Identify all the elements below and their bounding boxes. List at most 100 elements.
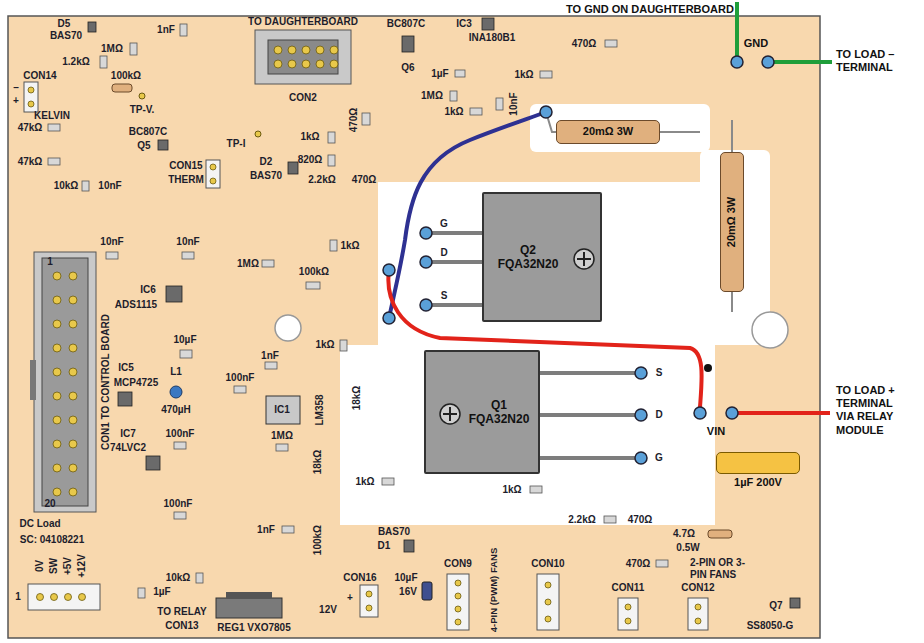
test-point [255,131,261,137]
silkscreen-label: 100kΩ [299,266,329,278]
copper-cutouts [340,104,770,525]
silkscreen-label: 2.2kΩ [568,514,595,526]
silkscreen-label: 100nF [164,498,193,510]
silkscreen-label: 74LVC2 [110,442,146,454]
silkscreen-label: 1kΩ [514,69,533,81]
silkscreen-label: IC5 [118,362,134,374]
silkscreen-label: 20 [44,498,55,510]
silkscreen-label: 100nF [226,372,255,384]
part-value: 20mΩ 3W [583,125,633,138]
pin-header [255,30,351,84]
silkscreen-label: ADS1115 [115,299,157,311]
part-value: 20mΩ 3W [725,197,738,247]
silkscreen-label: – [13,82,19,94]
silkscreen-label: 1kΩ [502,484,521,496]
silkscreen-label: 4-PIN (PWM) FANS [488,548,499,632]
silkscreen-label: SC: 04108221 [20,534,85,546]
silkscreen-label: 16V [399,586,417,598]
callout-text: VIN [707,425,725,438]
silkscreen-label: IC1 [274,404,290,416]
silkscreen-label: 1nF [261,350,279,362]
silkscreen-label: INA180B1 [469,32,516,44]
silkscreen-label: CON12 [681,582,714,594]
silkscreen-label: L1 [170,366,182,378]
silkscreen-label: 100kΩ [312,525,324,555]
silkscreen-label: 1 [15,591,21,603]
callout-text: GND [744,37,768,50]
silkscreen-label: CON10 [531,558,564,570]
silkscreen-label: TO DAUGHTERBOARD [248,16,358,28]
regulator [216,592,282,618]
silkscreen-label: IC6 [140,284,156,296]
silkscreen-label: 470µH [161,404,191,416]
silkscreen-label: 1MΩ [421,90,443,102]
silkscreen-label: D5 [58,18,71,30]
silkscreen-label: BAS70 [378,526,410,538]
mosfet-package: Q1FQA32N20 [424,350,540,474]
silkscreen-label: 470Ω [628,514,653,526]
silkscreen-label: G [440,218,448,230]
silkscreen-label: Q6 [401,62,414,74]
part-number: FQA32N20 [469,412,530,426]
ic-package [88,18,800,608]
silkscreen-label: 1µF [153,586,170,598]
silkscreen-label: Q5 [137,140,150,152]
silkscreen-label: 470Ω [626,558,651,570]
silkscreen-label: 4.7Ω [673,528,695,540]
silkscreen-label: TO RELAY [157,606,206,618]
silkscreen-label: 47kΩ [18,122,43,134]
silkscreen-label: LM358 [314,394,326,425]
pin-header [30,252,96,512]
part-value: 1µF 200V [734,476,782,489]
silkscreen-label: 1nF [157,24,175,36]
silkscreen-label: S [656,367,663,379]
callout-text: TO GND ON DAUGHTERBOARD [566,3,734,16]
silkscreen-label: 10µF [174,334,197,346]
mounting-hole [275,315,301,341]
silkscreen-label: D [655,409,662,421]
electrolytic-capacitor [422,582,432,600]
silkscreen-label: CON11 [612,582,645,594]
silkscreen-label: +5V [62,557,74,575]
silkscreen-label: 12V [319,604,337,616]
silkscreen-label: Q7 [769,600,782,612]
shunt-resistor: 20mΩ 3W [720,152,744,292]
silkscreen-label: CON1 TO CONTROL BOARD [100,314,112,450]
silkscreen-label: 2.2kΩ [308,174,335,186]
silkscreen-label: TP-I [227,138,246,150]
silkscreen-label: D [440,247,447,259]
silkscreen-label: REG1 VXO7805 [217,622,290,634]
silkscreen-label: 1µF [431,68,448,80]
screw-head [440,404,460,424]
wire [774,60,832,64]
callout-text: TO LOAD + TERMINAL VIA RELAY MODULE [836,384,908,437]
silkscreen-label: BAS70 [50,30,82,42]
silkscreen-label: 10kΩ [54,180,79,192]
silkscreen-label: MCP4725 [114,377,158,389]
part-number: FQA32N20 [498,257,559,271]
mounting-hole [752,312,788,348]
silkscreen-label: BAS70 [250,170,282,182]
connector [24,82,708,630]
part-designator: Q2 [520,243,536,257]
silkscreen-label: CON9 [444,558,472,570]
silkscreen-label: D2 [260,156,273,168]
silkscreen-label: 470Ω [352,174,377,186]
silkscreen-label: KELVIN [34,110,70,122]
test-point [139,93,145,99]
silkscreen-label: 470Ω [572,38,597,50]
silkscreen-label: IC7 [120,428,136,440]
resistor-symbol [112,84,132,92]
wire [738,411,830,415]
silkscreen-label: 0V [34,560,46,572]
silkscreen-label: S [441,290,448,302]
screw-symbol [572,247,596,271]
silkscreen-label: TP-V. [130,104,155,116]
silkscreen-label: 1MΩ [237,258,259,270]
film-capacitor: 1µF 200V [716,452,800,474]
silkscreen-label: SW [48,558,60,574]
shunt-resistor: 20mΩ 3W [556,120,660,144]
smd-part [48,24,668,598]
silkscreen-label: 470Ω [348,108,360,133]
